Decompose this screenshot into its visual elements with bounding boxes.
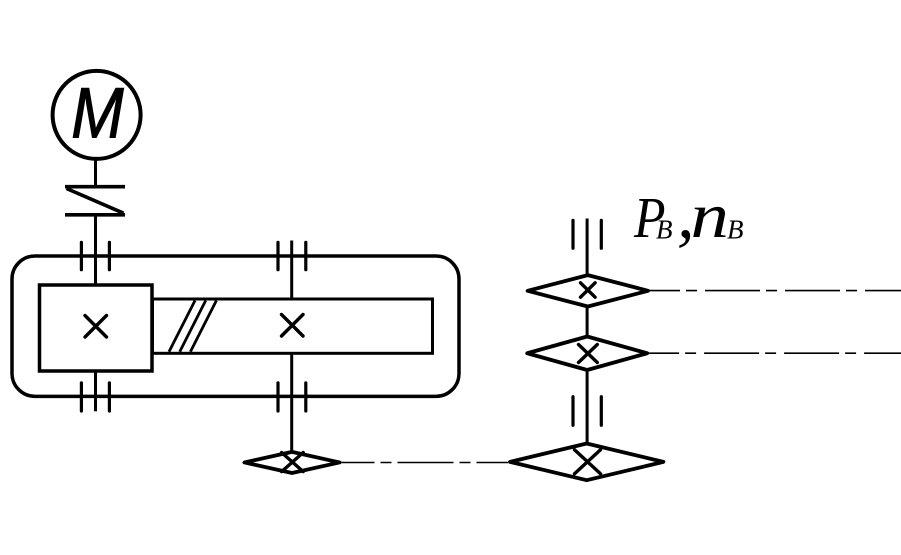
svg-text:n: n [691, 181, 729, 252]
svg-text:M: M [71, 74, 124, 154]
svg-text:B: B [656, 215, 673, 245]
svg-text:P: P [633, 185, 665, 249]
svg-text:B: B [727, 215, 744, 245]
svg-text:,: , [677, 176, 695, 253]
